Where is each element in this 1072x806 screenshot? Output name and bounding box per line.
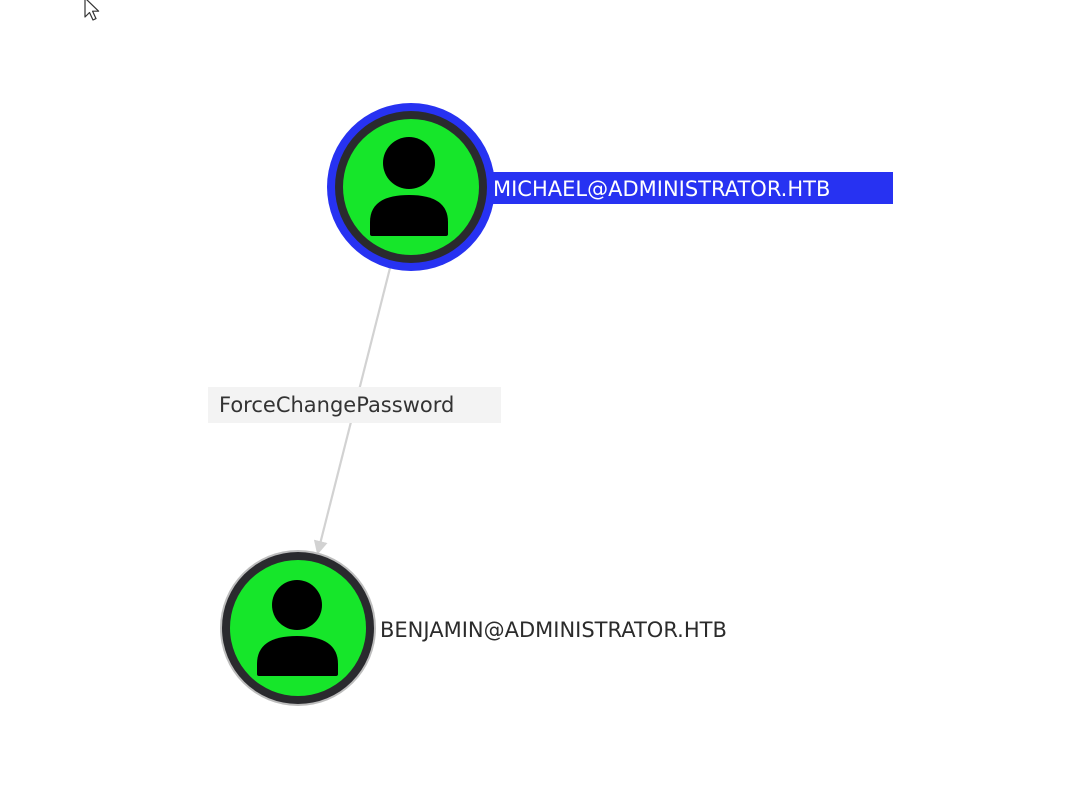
edge-label[interactable]: ForceChangePassword: [219, 393, 454, 417]
edge-michael-to-benjamin[interactable]: ForceChangePassword: [208, 267, 501, 555]
node-benjamin[interactable]: BENJAMIN@ADMINISTRATOR.HTB: [220, 550, 727, 706]
node-label[interactable]: BENJAMIN@ADMINISTRATOR.HTB: [380, 618, 727, 642]
node-michael[interactable]: MICHAEL@ADMINISTRATOR.HTB: [327, 103, 893, 271]
node-label[interactable]: MICHAEL@ADMINISTRATOR.HTB: [493, 177, 830, 201]
mouse-cursor-icon: [84, 0, 100, 21]
edge-label-background: [208, 387, 501, 423]
user-icon: [370, 137, 448, 236]
user-icon: [257, 580, 338, 676]
node-label-highlight: [491, 172, 893, 204]
